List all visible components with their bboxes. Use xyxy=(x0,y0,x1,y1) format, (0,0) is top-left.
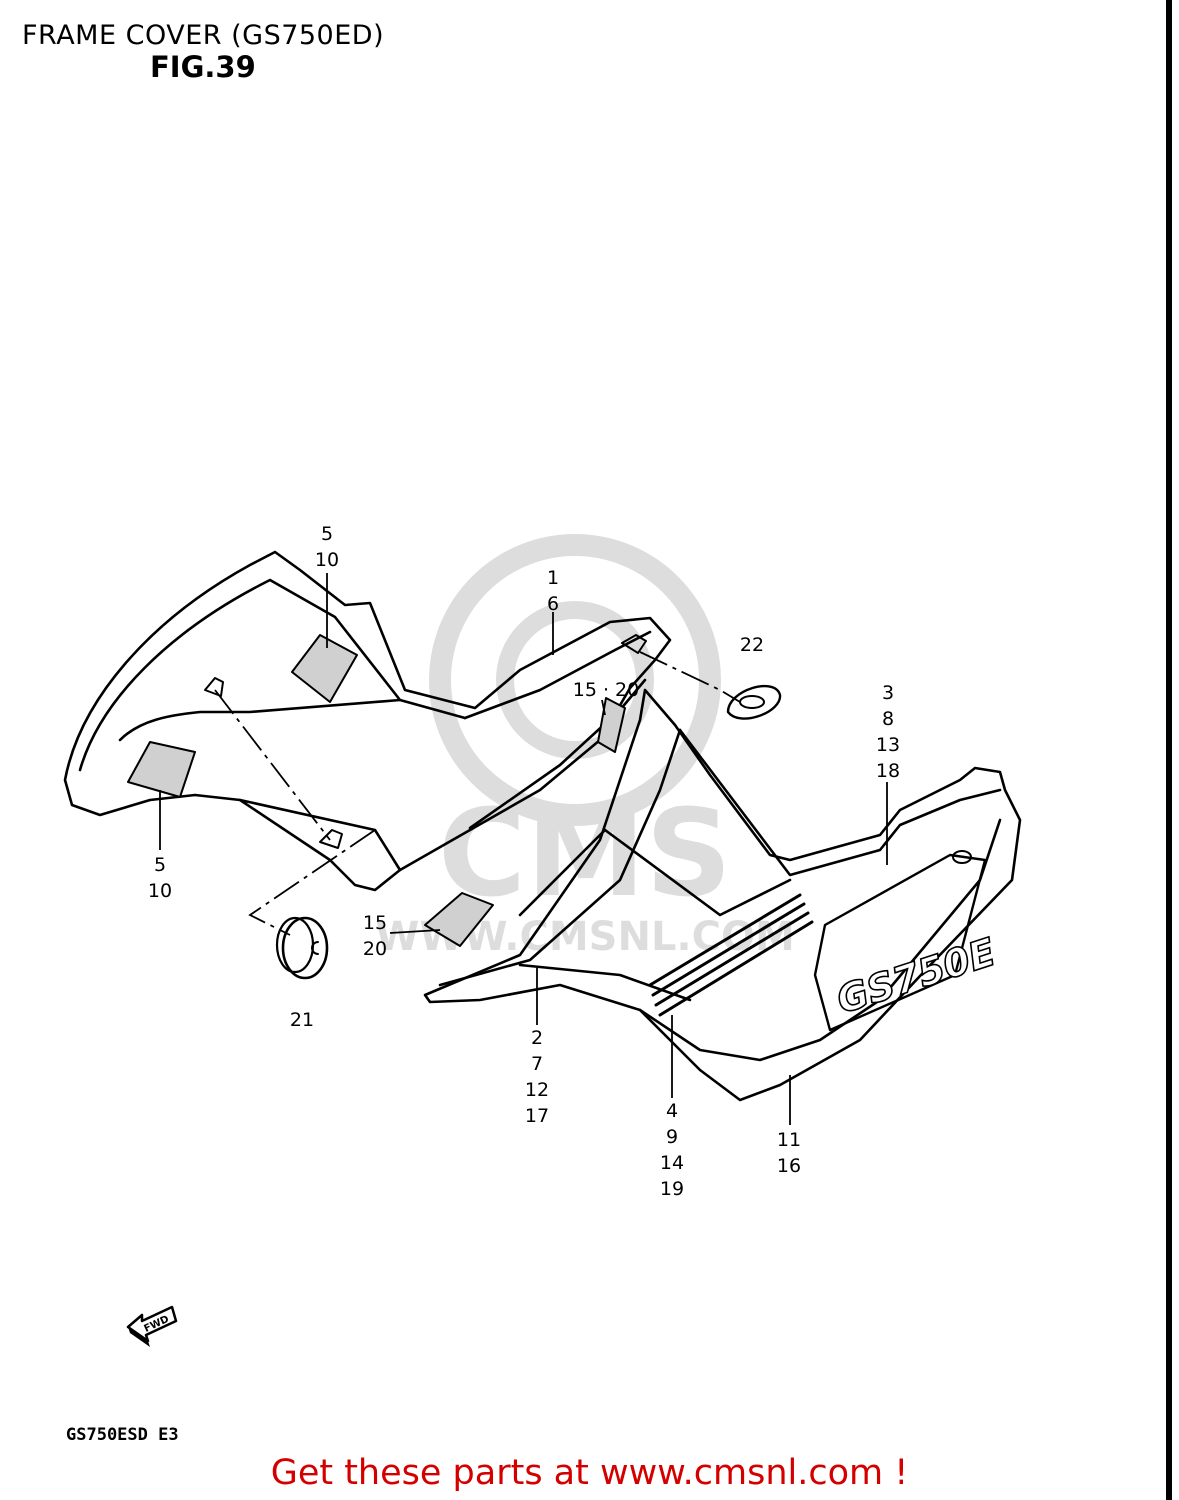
watermark-cms-text: CMS xyxy=(438,785,732,924)
grommet-22 xyxy=(726,684,782,720)
callout-22: 22 xyxy=(739,634,765,656)
foam-pad-right-top xyxy=(597,697,626,753)
foam-pad-top xyxy=(291,634,358,703)
figure-number: FIG.39 xyxy=(150,50,256,84)
model-code: GS750ESD E3 xyxy=(66,1425,179,1445)
foam-pad-left xyxy=(127,741,196,798)
left-frame-cover xyxy=(63,550,672,892)
callout-15-20-top: 15 · 20 xyxy=(572,679,640,701)
decal-gs750e: GS750E xyxy=(831,930,1000,1022)
fwd-arrow-icon: FWD xyxy=(126,1305,178,1347)
page-border-line xyxy=(1166,0,1172,1500)
page-title: FRAME COVER (GS750ED) xyxy=(22,20,385,51)
cmsnl-parts-link[interactable]: Get these parts at www.cmsnl.com ! xyxy=(270,1453,909,1493)
foam-pad-right-bottom xyxy=(424,892,494,947)
grommet-21 xyxy=(275,916,329,980)
callout-21: 21 xyxy=(289,1009,315,1031)
right-frame-cover xyxy=(423,688,1022,1102)
